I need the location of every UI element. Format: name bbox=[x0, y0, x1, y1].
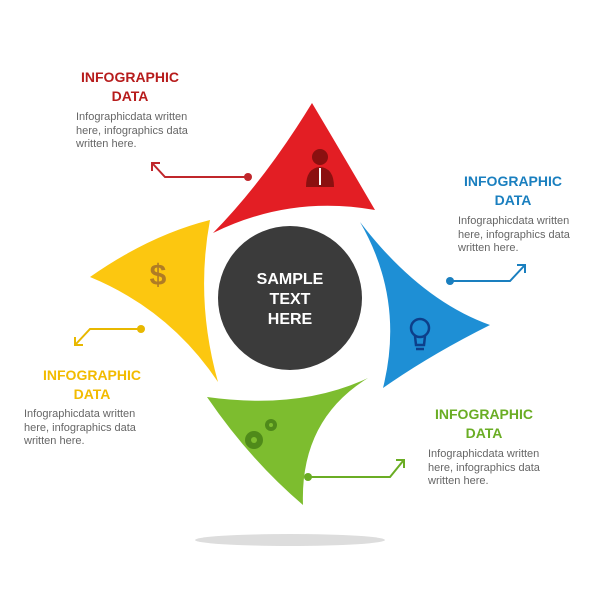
center-circle bbox=[218, 226, 362, 370]
center-line: SAMPLE bbox=[256, 271, 324, 288]
shadow bbox=[195, 534, 385, 546]
red-connector bbox=[151, 162, 248, 178]
red-segment bbox=[213, 103, 375, 233]
businessman-icon bbox=[306, 149, 334, 187]
center-line: TEXT bbox=[269, 291, 311, 308]
green-segment bbox=[207, 378, 368, 505]
lightbulb-icon bbox=[409, 317, 431, 351]
green-connector bbox=[308, 459, 405, 478]
yellow-segment bbox=[90, 220, 218, 382]
blue-connector bbox=[450, 264, 526, 282]
center-line: HERE bbox=[267, 311, 313, 328]
yellow-connector bbox=[74, 328, 141, 346]
center-text: SAMPLE TEXT HERE bbox=[218, 270, 362, 330]
dollar-icon: $ bbox=[150, 259, 167, 292]
blue-segment bbox=[360, 222, 490, 388]
gears-icon bbox=[245, 419, 277, 449]
